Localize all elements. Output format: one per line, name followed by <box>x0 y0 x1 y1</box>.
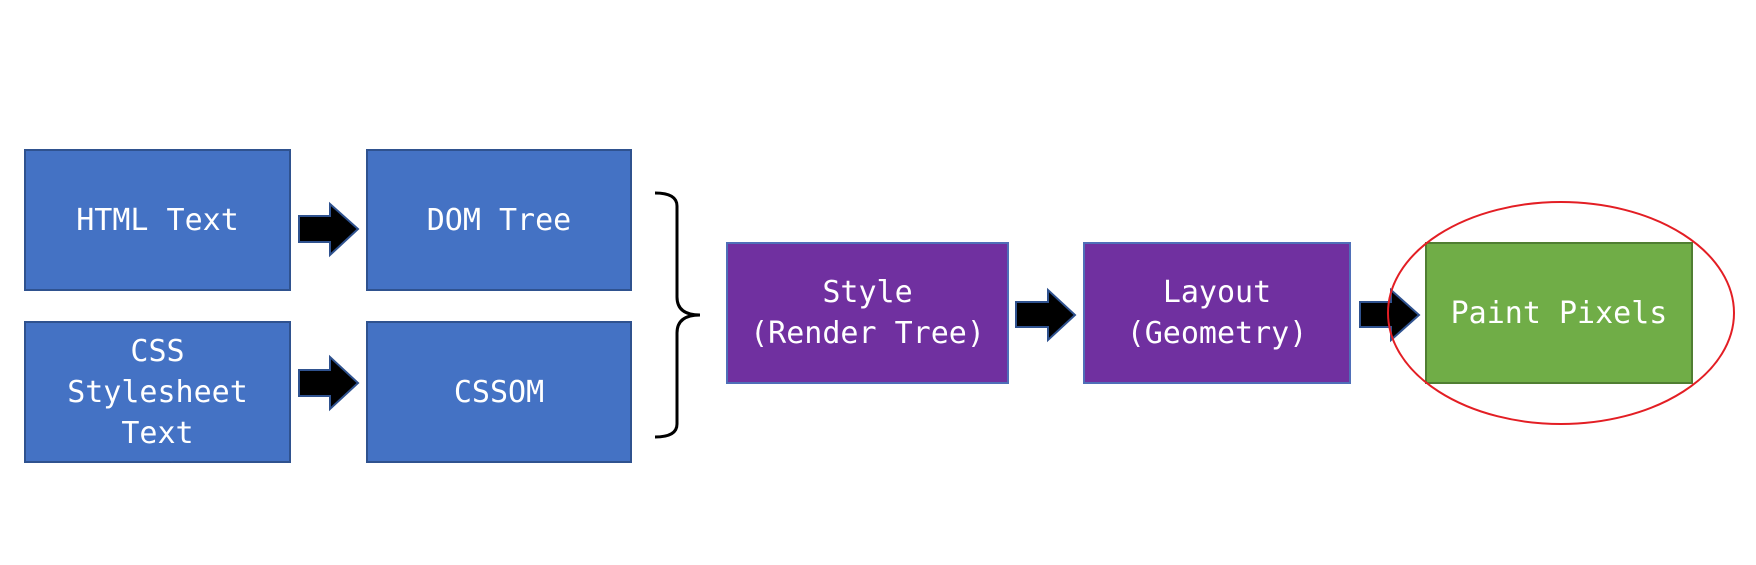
css-stylesheet-text-box: CSS Stylesheet Text <box>24 321 291 463</box>
arrow-right-icon <box>1359 287 1421 343</box>
html-text-box: HTML Text <box>24 149 291 291</box>
style-render-tree-box: Style (Render Tree) <box>726 242 1009 384</box>
cssom-box: CSSOM <box>366 321 632 463</box>
paint-pixels-box: Paint Pixels <box>1425 242 1693 384</box>
arrow-right-icon <box>1015 287 1077 343</box>
arrow-right-icon <box>298 354 360 412</box>
dom-tree-box: DOM Tree <box>366 149 632 291</box>
layout-geometry-box: Layout (Geometry) <box>1083 242 1351 384</box>
arrow-right-icon <box>298 201 360 258</box>
merge-bracket-icon <box>654 191 701 439</box>
